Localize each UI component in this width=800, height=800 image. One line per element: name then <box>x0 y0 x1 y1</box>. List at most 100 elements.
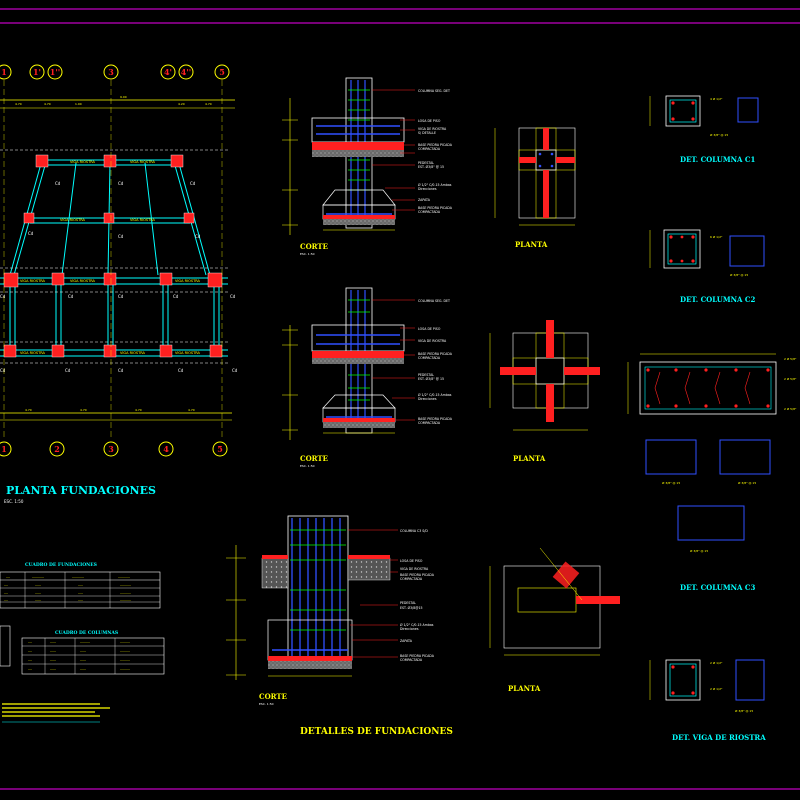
svg-text:4.20: 4.20 <box>178 102 185 106</box>
section-title: CORTE <box>300 454 328 463</box>
plan-title: PLANTA FUNDACIONES <box>6 484 156 497</box>
svg-text:VIGA DE RIOSTRA: VIGA DE RIOSTRA <box>418 127 447 131</box>
section-detail-2: COLUMNA SEG. DET LOSA DE PISO VIGA DE RI… <box>282 287 453 468</box>
svg-text:4.70: 4.70 <box>25 408 32 412</box>
svg-text:LOSA DE PISO: LOSA DE PISO <box>418 119 441 123</box>
svg-text:VIGA RIOSTRA: VIGA RIOSTRA <box>130 160 156 164</box>
svg-text:2 Ø 5/8": 2 Ø 5/8" <box>784 356 797 361</box>
svg-text:Cd: Cd <box>28 231 34 236</box>
svg-text:Direcciones: Direcciones <box>418 397 437 401</box>
svg-text:-----------: ----------- <box>120 598 131 602</box>
svg-text:ESC. 1:50: ESC. 1:50 <box>300 252 315 256</box>
svg-text:VIGA DE RIOSTRA: VIGA DE RIOSTRA <box>418 339 447 343</box>
svg-text:COMPACTADA: COMPACTADA <box>400 658 423 662</box>
general-notes <box>2 703 110 723</box>
svg-text:4.70: 4.70 <box>15 102 22 106</box>
axis-bubbles-top: 1 1' 1'' 3 4' 4'' 5 <box>0 64 230 80</box>
svg-text:Cd: Cd <box>118 234 124 239</box>
svg-text:COMPACTADA: COMPACTADA <box>400 577 423 581</box>
svg-text:----: ---- <box>6 575 10 579</box>
column-detail-c1: 4 Ø 1/2"Ø 3/8" @ 15 DET. COLUMNA C1 <box>649 95 759 164</box>
axis-label-top: 1'' <box>50 67 60 77</box>
svg-text:COMPACTADA: COMPACTADA <box>418 147 441 151</box>
svg-text:Cd: Cd <box>65 368 71 373</box>
column-detail-title: DET. COLUMNA C3 <box>680 583 755 592</box>
svg-text:EST. Ø3/8" @ 15: EST. Ø3/8" @ 15 <box>418 164 444 169</box>
axis-label-bottom: 5 <box>217 444 223 454</box>
svg-text:Cd: Cd <box>0 368 6 373</box>
axis-label-bottom: 2 <box>54 444 60 454</box>
section-title: CORTE <box>259 692 287 701</box>
svg-text:------------: ------------ <box>118 575 130 579</box>
plan-detail-1: PLANTA <box>494 127 576 249</box>
svg-text:4.70: 4.70 <box>80 408 87 412</box>
svg-text:----: ---- <box>28 649 32 653</box>
schedule-title: CUADRO DE FUNDACIONES <box>25 562 97 568</box>
axis-label-top: 4'' <box>181 67 191 77</box>
column-detail-title: DET. COLUMNA C1 <box>680 155 755 164</box>
svg-text:----: ---- <box>4 591 8 595</box>
svg-text:------: ------ <box>35 598 41 602</box>
svg-text:2 Ø 5/8": 2 Ø 5/8" <box>784 406 797 411</box>
svg-text:----: ---- <box>28 658 32 662</box>
axis-label-top: 5 <box>219 67 225 77</box>
svg-text:VIGA RIOSTRA: VIGA RIOSTRA <box>175 351 201 355</box>
svg-text:Cd: Cd <box>68 294 74 299</box>
foundation-plan: 4.70 4.70 1.00 9.00 4.20 4.70 1 1' 1'' 3 4' … <box>0 64 238 504</box>
svg-text:BASE PIEDRA PICADA: BASE PIEDRA PICADA <box>418 352 453 356</box>
svg-text:ESC. 1:50: ESC. 1:50 <box>300 464 315 468</box>
beam-detail-title: DET. VIGA DE RIOSTRA <box>672 733 766 742</box>
section-title: CORTE <box>300 242 328 251</box>
svg-text:BASE PIEDRA PICADA: BASE PIEDRA PICADA <box>400 573 435 577</box>
svg-text:VIGA RIOSTRA: VIGA RIOSTRA <box>20 279 46 283</box>
svg-text:VIGA RIOSTRA: VIGA RIOSTRA <box>20 351 46 355</box>
svg-text:Cd: Cd <box>118 181 124 186</box>
beam-detail: 2 Ø 1/2"2 Ø 1/2"Ø 3/8" @ 15 DET. VIGA DE… <box>649 659 766 742</box>
svg-text:------: ------ <box>50 649 56 653</box>
svg-text:BASE PIEDRA PICADA: BASE PIEDRA PICADA <box>400 654 435 658</box>
plan-detail-2: PLANTA <box>489 320 600 463</box>
svg-text:COLUMNA SEG. DET: COLUMNA SEG. DET <box>418 89 450 93</box>
svg-text:Cd: Cd <box>173 294 179 299</box>
axis-label-top: 1 <box>1 67 7 77</box>
axis-label-top: 4' <box>164 67 172 77</box>
svg-text:----: ---- <box>4 583 8 587</box>
svg-text:PEDESTAL: PEDESTAL <box>400 601 416 605</box>
svg-text:BASE PIEDRA PICADA: BASE PIEDRA PICADA <box>418 143 453 147</box>
schedule-title: CUADRO DE COLUMNAS <box>55 630 118 636</box>
svg-text:-----------: ----------- <box>120 591 131 595</box>
svg-text:VIGA RIOSTRA: VIGA RIOSTRA <box>120 351 146 355</box>
svg-text:Cd: Cd <box>178 368 184 373</box>
svg-text:Ø 3/8" @ 15: Ø 3/8" @ 15 <box>662 480 680 485</box>
svg-text:------: ------ <box>80 649 86 653</box>
svg-text:1.00: 1.00 <box>75 102 82 106</box>
svg-text:VIGA RIOSTRA: VIGA RIOSTRA <box>130 218 156 222</box>
svg-text:BASE PIEDRA PICADA: BASE PIEDRA PICADA <box>418 206 453 210</box>
svg-text:Ø 3/8" @ 15: Ø 3/8" @ 15 <box>710 132 728 137</box>
svg-text:------------: ------------ <box>32 575 44 579</box>
svg-text:ZAPATA: ZAPATA <box>418 198 431 202</box>
svg-text:Ø 1/2" C/0.15 Ambas: Ø 1/2" C/0.15 Ambas <box>418 392 452 397</box>
svg-text:Cd: Cd <box>55 181 61 186</box>
svg-text:------: ------ <box>50 640 56 644</box>
svg-text:------: ------ <box>80 667 86 671</box>
svg-text:9.00: 9.00 <box>120 95 127 99</box>
plan-detail-title: PLANTA <box>515 240 548 249</box>
axis-label-bottom: 1 <box>1 444 7 454</box>
sheet-frame <box>0 8 800 790</box>
svg-text:Ø 3/8" @ 15: Ø 3/8" @ 15 <box>738 480 756 485</box>
axis-label-bottom: 3 <box>108 444 114 454</box>
svg-text:VIGA RIOSTRA: VIGA RIOSTRA <box>175 279 201 283</box>
svg-text:Cd: Cd <box>190 181 196 186</box>
svg-text:VIGA RIOSTRA: VIGA RIOSTRA <box>70 160 96 164</box>
plan-detail-3: PLANTA <box>489 547 620 693</box>
column-detail-c2: 6 Ø 1/2"Ø 3/8" @ 15 DET. COLUMNA C2 <box>649 229 765 304</box>
svg-text:COMPACTADA: COMPACTADA <box>418 210 441 214</box>
svg-text:BASE PIEDRA PICADA: BASE PIEDRA PICADA <box>418 417 453 421</box>
svg-text:-----: ----- <box>78 583 83 587</box>
svg-text:2 Ø 1/2": 2 Ø 1/2" <box>710 660 723 665</box>
plan-detail-title: PLANTA <box>513 454 546 463</box>
svg-text:Ø 1/2" C/0.15 Ambas: Ø 1/2" C/0.15 Ambas <box>400 622 434 627</box>
svg-text:PEDESTAL: PEDESTAL <box>418 373 434 377</box>
